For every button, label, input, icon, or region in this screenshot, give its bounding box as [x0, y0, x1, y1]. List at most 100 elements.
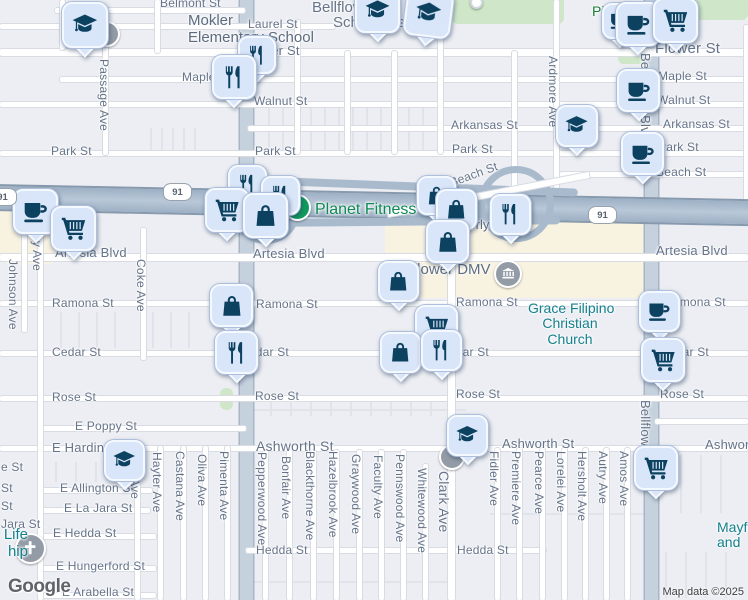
shopping-bag-pin[interactable]	[426, 220, 469, 273]
street-label: Rose St	[255, 389, 300, 403]
street-label-vertical: Passage Ave	[97, 59, 111, 132]
street-label: E La Jara St	[64, 501, 133, 515]
block-lane	[152, 312, 154, 348]
graduation-cap-pin[interactable]	[402, 0, 455, 47]
poi-label-line: Planet Fitness	[315, 201, 417, 218]
government-building-icon	[502, 267, 514, 279]
block-lane	[55, 462, 57, 482]
street-road	[0, 351, 748, 356]
pin-body	[380, 332, 421, 373]
block-lane	[150, 128, 152, 152]
restaurant-icon	[433, 340, 447, 361]
street-label: e St	[1, 460, 24, 474]
block-lane	[170, 312, 172, 348]
shopping-cart-pin[interactable]	[51, 206, 96, 261]
pin-body	[421, 330, 462, 371]
pin-body	[62, 2, 108, 48]
poi-label-line: Grace Filipino	[528, 300, 615, 316]
street-label-vertical: Fidler Ave	[487, 451, 501, 507]
street-label: E Harding	[52, 440, 112, 455]
block-lane	[685, 552, 687, 598]
shopping-bag-icon	[392, 343, 409, 362]
street-road	[345, 51, 350, 154]
street-road	[38, 228, 43, 600]
street-label-vertical: Hayter Ave	[150, 452, 164, 513]
poi-label-line: Mokler	[188, 12, 234, 29]
street-road	[295, 20, 300, 154]
street-label: E Poppy St	[75, 419, 138, 433]
street-road	[423, 464, 428, 600]
shopping-bag-icon	[256, 205, 275, 226]
shopping-cart-icon	[651, 349, 675, 372]
restaurant-pin[interactable]	[490, 194, 531, 245]
street-road	[448, 212, 455, 600]
coffee-icon	[631, 145, 654, 164]
government-building-badge[interactable]	[494, 260, 522, 292]
block-lane	[725, 552, 727, 598]
street-label: Hedda St	[256, 543, 308, 557]
coffee-pin[interactable]	[616, 2, 660, 56]
coffee-pin[interactable]	[639, 291, 680, 342]
restaurant-icon	[228, 341, 242, 364]
pin-body	[355, 0, 400, 33]
street-label-vertical: Faculty Ave	[371, 455, 385, 520]
poi-label-planet-fitness[interactable]: Planet Fitness	[315, 201, 416, 219]
street-label: Rose St	[660, 387, 705, 401]
street-label: Ramona St	[256, 297, 318, 311]
shopping-bag-pin[interactable]	[380, 332, 421, 383]
street-road	[0, 301, 748, 306]
graduation-cap-pin[interactable]	[62, 2, 108, 58]
pin-body	[634, 446, 678, 490]
white-dot-badge[interactable]	[470, 0, 483, 9]
block-lane	[161, 128, 163, 152]
shopping-cart-pin[interactable]	[653, 0, 698, 53]
street-road	[22, 228, 27, 332]
street-road	[562, 448, 567, 600]
graduation-cap-pin[interactable]	[447, 415, 488, 466]
pin-body	[378, 261, 419, 302]
coffee-pin[interactable]	[617, 69, 660, 122]
restaurant-icon	[240, 174, 253, 195]
street-label: Ramona St	[52, 296, 114, 310]
coffee-pin[interactable]	[621, 132, 664, 185]
pin-body	[621, 132, 664, 175]
restaurant-pin[interactable]	[212, 55, 256, 109]
graduation-cap-pin[interactable]	[355, 0, 400, 43]
poi-label-line: Christian	[542, 315, 598, 332]
shopping-cart-pin[interactable]	[634, 446, 678, 500]
shopping-cart-pin[interactable]	[641, 338, 685, 392]
google-logo[interactable]: Google	[8, 576, 71, 597]
graduation-cap-icon	[565, 116, 589, 133]
street-label: St	[1, 481, 13, 495]
pin-body	[447, 415, 488, 456]
street-road	[246, 548, 546, 553]
shopping-bag-pin[interactable]	[378, 261, 419, 312]
street-label: Rose St	[52, 390, 97, 404]
street-road	[379, 450, 384, 600]
graduation-cap-pin[interactable]	[556, 105, 598, 157]
pin-body	[215, 331, 258, 374]
restaurant-pin[interactable]	[215, 331, 258, 384]
street-label: Ashworth St	[705, 437, 748, 452]
street-road	[158, 446, 163, 600]
cross-badge[interactable]	[15, 533, 46, 568]
shopping-bag-pin[interactable]	[243, 193, 288, 248]
street-road	[248, 126, 748, 131]
block-lane	[114, 312, 116, 348]
street-road	[438, 20, 443, 154]
street-label-vertical: Clark Ave	[436, 471, 452, 533]
street-label: Maple St	[658, 69, 707, 83]
shopping-bag-icon	[438, 231, 457, 252]
street-label-vertical: Castana Ave	[173, 451, 187, 522]
shopping-bag-pin[interactable]	[210, 284, 253, 337]
graduation-cap-pin[interactable]	[104, 440, 145, 491]
street-label-vertical: Hersholt Ave	[575, 451, 589, 522]
street-label: Hedda St	[457, 543, 509, 557]
restaurant-pin[interactable]	[421, 330, 462, 381]
